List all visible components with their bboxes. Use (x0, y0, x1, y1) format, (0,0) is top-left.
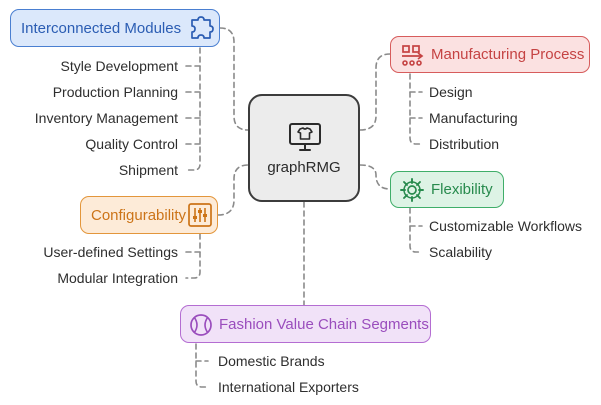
interconnected-item-1: Style Development (60, 58, 178, 74)
connector-configurability-items (185, 233, 201, 279)
connector-flexibility (359, 164, 391, 190)
flexibility-item-1: Customizable Workflows (429, 218, 583, 234)
category-flexibility: Flexibility (390, 171, 504, 208)
connector-configurability (217, 164, 249, 216)
category-fashion-value-chain: Fashion Value Chain Segments (180, 305, 431, 343)
manufacturing-item-2: Manufacturing (429, 110, 518, 126)
flexibility-item-2: Scalability (429, 244, 493, 260)
connector-interconnected-items (185, 47, 201, 171)
ball-icon (190, 314, 212, 336)
interconnected-item-4: Quality Control (85, 136, 178, 152)
connector-interconnected (219, 27, 249, 131)
conveyor-icon (402, 45, 424, 66)
interconnected-item-5: Shipment (118, 162, 178, 178)
connector-manufacturing-items (409, 73, 423, 145)
manufacturing-item-1: Design (429, 84, 473, 100)
connector-flexibility-items (409, 207, 423, 253)
category-configurability: Configurability (80, 196, 218, 234)
connector-fashion-items (195, 343, 209, 388)
category-label: Configurability (91, 206, 187, 224)
sliders-icon (188, 203, 212, 227)
interconnected-item-3: Inventory Management (34, 110, 178, 126)
connector-manufacturing (359, 53, 391, 131)
configurability-item-2: Modular Integration (57, 270, 178, 286)
category-label: Fashion Value Chain Segments (219, 315, 429, 333)
gear-icon (400, 178, 424, 202)
category-label: Interconnected Modules (21, 19, 182, 37)
fashion-item-2: International Exporters (218, 379, 359, 395)
configurability-item-1: User-defined Settings (43, 244, 178, 260)
tshirt-monitor-icon (289, 123, 321, 151)
center-label: graphRMG (267, 159, 341, 176)
center-node: graphRMG (248, 94, 360, 202)
manufacturing-item-3: Distribution (429, 136, 500, 152)
category-label: Manufacturing Process (431, 46, 585, 63)
fashion-item-1: Domestic Brands (218, 353, 325, 369)
category-label: Flexibility (431, 181, 493, 198)
puzzle-icon (191, 16, 214, 39)
category-interconnected-modules: Interconnected Modules (10, 9, 220, 47)
interconnected-item-2: Production Planning (52, 84, 178, 100)
category-manufacturing-process: Manufacturing Process (390, 36, 590, 73)
